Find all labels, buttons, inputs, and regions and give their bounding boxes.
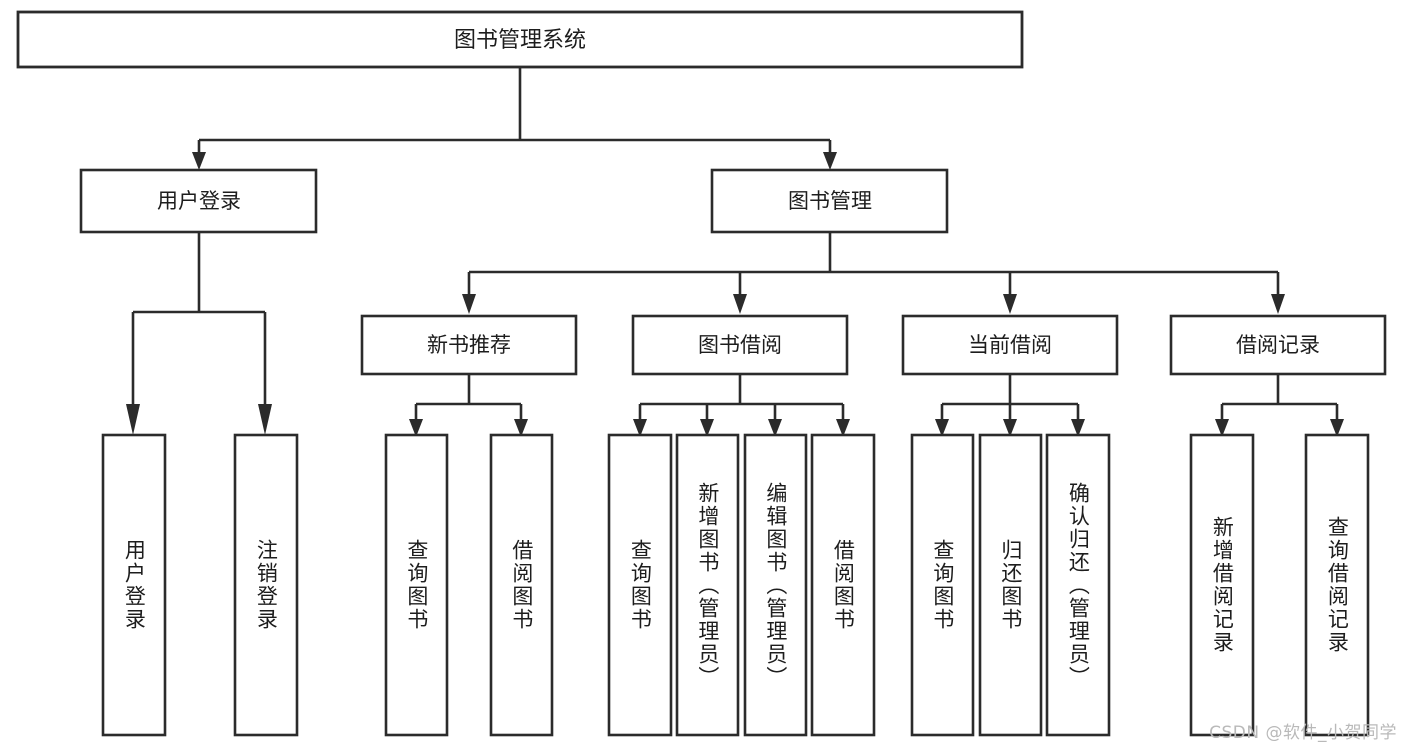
node-root[interactable]: 图书管理系统 — [16, 10, 1024, 69]
arrowhead-leaf-query-book-3 — [935, 419, 949, 437]
watermark-text: CSDN @软件_小贺同学 — [1209, 723, 1397, 743]
node-leaf-edit-book-box[interactable] — [743, 433, 808, 737]
node-leaf-borrow-book-1-box[interactable] — [489, 433, 554, 737]
node-new-book-recommend-box[interactable] — [360, 314, 578, 376]
arrowhead-leaf-query-book-2 — [633, 419, 647, 437]
node-book-manage[interactable]: 图书管理 — [710, 168, 949, 234]
node-root-box[interactable] — [16, 10, 1024, 69]
node-user-login[interactable]: 用户登录 — [79, 168, 318, 234]
node-user-login-box[interactable] — [79, 168, 318, 234]
node-current-borrow-box[interactable] — [901, 314, 1119, 376]
arrowhead-leaf-user-logout — [258, 404, 272, 435]
leaf-box-group — [101, 433, 1370, 737]
arrowhead-book-borrow — [733, 294, 747, 314]
arrowhead-group — [126, 152, 1344, 437]
node-book-borrow[interactable]: 图书借阅 — [631, 314, 849, 376]
arrowhead-book-manage — [823, 152, 837, 170]
node-leaf-add-record-box[interactable] — [1189, 433, 1255, 737]
arrowhead-current-borrow — [1003, 294, 1017, 314]
arrowhead-leaf-query-book-1 — [409, 419, 423, 437]
node-current-borrow[interactable]: 当前借阅 — [901, 314, 1119, 376]
node-leaf-confirm-return-box[interactable] — [1045, 433, 1111, 737]
node-leaf-user-login-box[interactable] — [101, 433, 167, 737]
arrowhead-borrow-record — [1271, 294, 1285, 314]
node-leaf-return-book-box[interactable] — [978, 433, 1043, 737]
node-book-manage-box[interactable] — [710, 168, 949, 234]
arrowhead-leaf-add-record — [1215, 419, 1229, 437]
arrowhead-leaf-return-book — [1003, 419, 1017, 437]
node-new-book-recommend[interactable]: 新书推荐 — [360, 314, 578, 376]
arrowhead-user-login — [192, 152, 206, 170]
arrowhead-leaf-add-book — [700, 419, 714, 437]
arrowhead-leaf-borrow-book-2 — [836, 419, 850, 437]
node-leaf-user-logout-box[interactable] — [233, 433, 299, 737]
node-root-label: 图书管理系统 — [454, 28, 586, 53]
node-borrow-record[interactable]: 借阅记录 — [1169, 314, 1387, 376]
arrowhead-leaf-user-login — [126, 404, 140, 435]
node-leaf-query-book-2-box[interactable] — [607, 433, 673, 737]
node-book-borrow-box[interactable] — [631, 314, 849, 376]
node-leaf-query-book-1-box[interactable] — [384, 433, 449, 737]
arrowhead-leaf-confirm-return — [1071, 419, 1085, 437]
node-borrow-record-box[interactable] — [1169, 314, 1387, 376]
arrowhead-leaf-borrow-book-1 — [514, 419, 528, 437]
node-book-borrow-label: 图书借阅 — [698, 333, 782, 357]
node-user-login-label: 用户登录 — [157, 189, 241, 213]
node-book-manage-label: 图书管理 — [788, 189, 872, 213]
arrowhead-leaf-query-record — [1330, 419, 1344, 437]
node-leaf-borrow-book-2-box[interactable] — [810, 433, 876, 737]
node-current-borrow-label: 当前借阅 — [968, 333, 1052, 357]
arrowhead-new-book-recommend — [462, 294, 476, 314]
node-borrow-record-label: 借阅记录 — [1236, 333, 1320, 357]
edge-group — [131, 67, 1339, 421]
node-leaf-add-book-box[interactable] — [675, 433, 740, 737]
arrowhead-leaf-edit-book — [768, 419, 782, 437]
node-leaf-query-book-3-box[interactable] — [910, 433, 975, 737]
node-new-book-recommend-label: 新书推荐 — [427, 333, 511, 357]
node-leaf-query-record-box[interactable] — [1304, 433, 1370, 737]
